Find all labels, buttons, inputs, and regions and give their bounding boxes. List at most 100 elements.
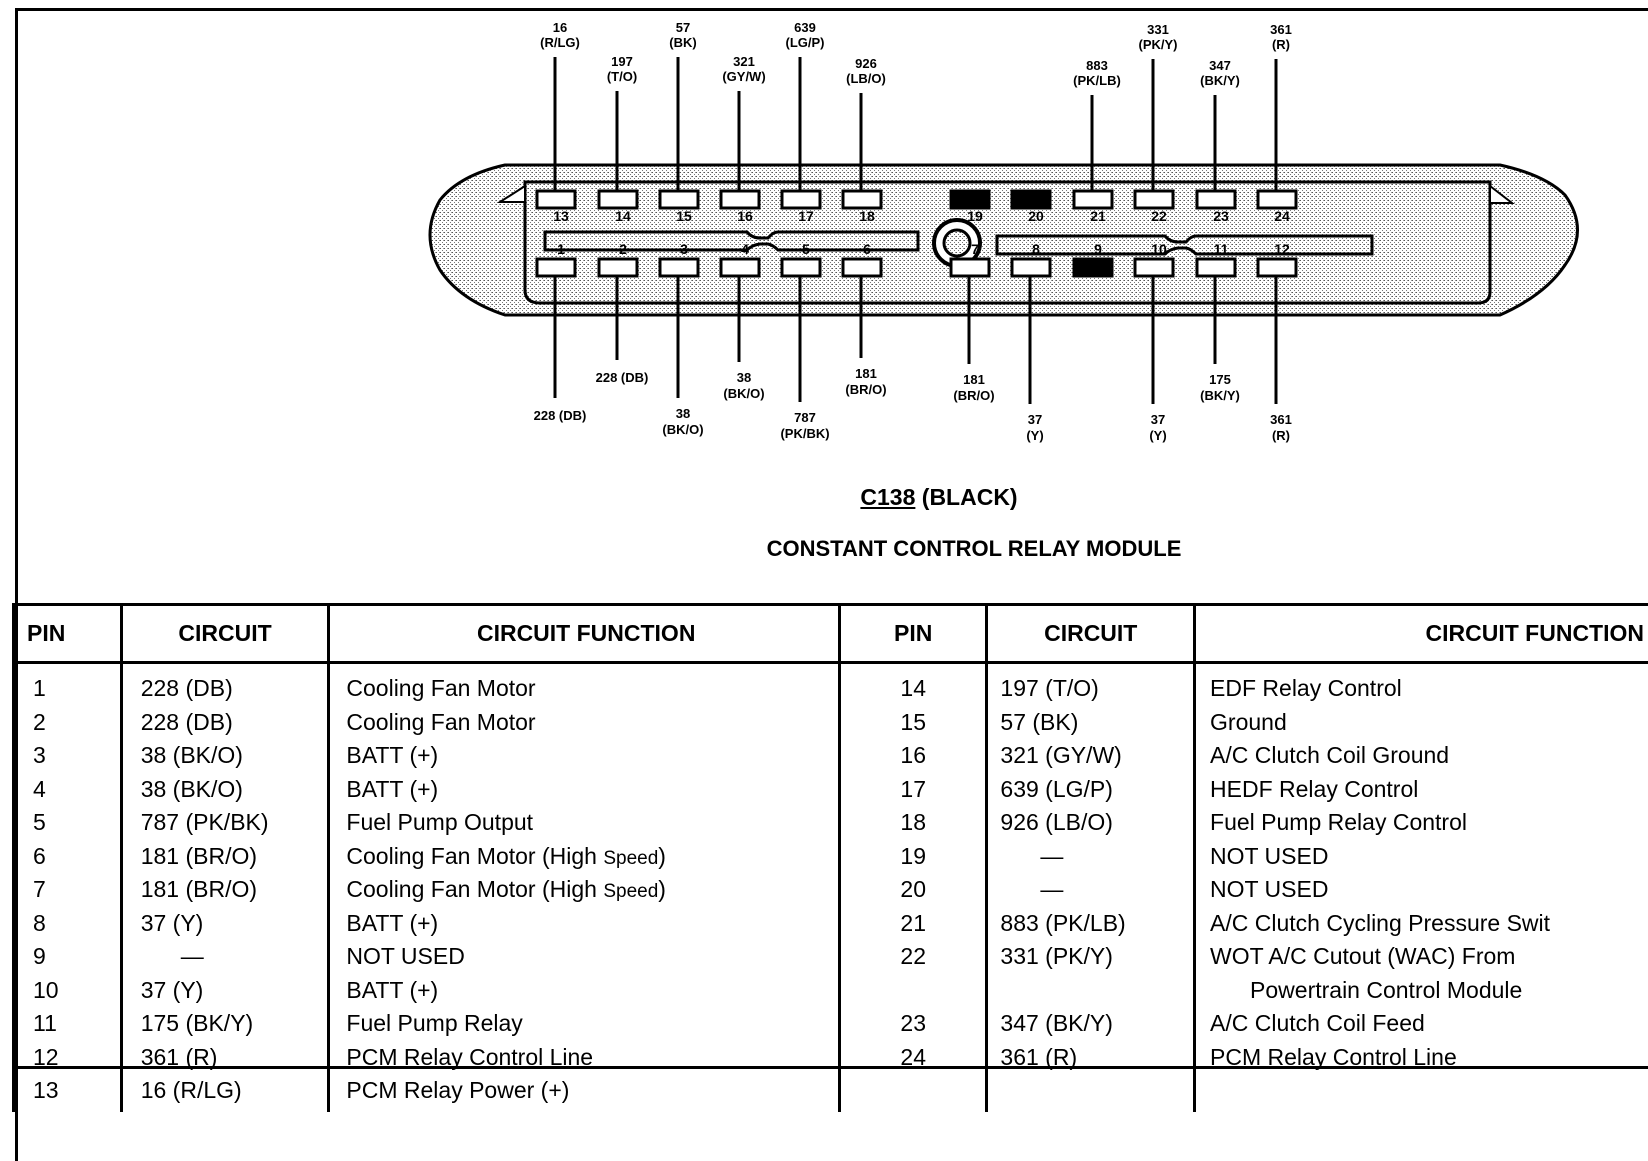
circuit-column: 197 (T/O)57 (BK)321 (GY/W)639 (LG/P)926 … bbox=[987, 663, 1195, 1113]
pin-number-19: 19 bbox=[967, 208, 983, 224]
circuit-cell: 228 (DB) bbox=[141, 706, 328, 740]
wire-label-1: 228 (DB) bbox=[534, 408, 587, 423]
pin-cavity-2 bbox=[599, 259, 637, 276]
pin-cavity-15 bbox=[660, 191, 698, 208]
pin-cell: 13 bbox=[33, 1074, 120, 1108]
pin-cell: 17 bbox=[841, 773, 985, 807]
pin-cell: 3 bbox=[33, 739, 120, 773]
wire-circuit-13: 16 bbox=[553, 20, 567, 35]
wire-circuit-4: 38 bbox=[737, 370, 751, 385]
pin-cavity-5 bbox=[782, 259, 820, 276]
table-header-row: PIN CIRCUIT CIRCUIT FUNCTION bbox=[14, 605, 843, 663]
function-cell: Fuel Pump Relay bbox=[346, 1007, 842, 1041]
pin-cavity-16 bbox=[721, 191, 759, 208]
pin-number-14: 14 bbox=[615, 208, 631, 224]
wire-circuit-23: 347 bbox=[1209, 58, 1231, 73]
header-function: CIRCUIT FUNCTION bbox=[329, 605, 842, 663]
pin-number-15: 15 bbox=[676, 208, 692, 224]
wire-color-4: (BK/O) bbox=[723, 386, 764, 401]
wire-color-16: (GY/W) bbox=[722, 69, 765, 84]
pin-number-7: 7 bbox=[971, 241, 979, 257]
pin-cavity-14 bbox=[599, 191, 637, 208]
connector-title: C138 (BLACK) bbox=[0, 484, 1648, 511]
pin-cell: 6 bbox=[33, 840, 120, 874]
pin-number-21: 21 bbox=[1090, 208, 1106, 224]
wire-color-13: (R/LG) bbox=[540, 35, 580, 50]
pin-cavity-20 bbox=[1012, 191, 1050, 208]
wire-color-14: (T/O) bbox=[607, 69, 637, 84]
pin-number-4: 4 bbox=[741, 241, 749, 257]
pin-cavity-10 bbox=[1135, 259, 1173, 276]
pin-cell: 15 bbox=[841, 706, 985, 740]
function-cell: BATT (+) bbox=[346, 907, 842, 941]
circuit-cell: 197 (T/O) bbox=[1000, 672, 1193, 706]
function-cell: BATT (+) bbox=[346, 773, 842, 807]
connector-color: (BLACK) bbox=[922, 484, 1018, 510]
table-bottom-rule bbox=[12, 1066, 1648, 1069]
pin-cell: 7 bbox=[33, 873, 120, 907]
pin-cavity-4 bbox=[721, 259, 759, 276]
circuit-cell: 37 (Y) bbox=[141, 907, 328, 941]
pin-number-2: 2 bbox=[619, 241, 627, 257]
function-cell: Cooling Fan Motor bbox=[346, 706, 842, 740]
wire-circuit-24: 361 bbox=[1270, 22, 1292, 37]
header-pin: PIN bbox=[840, 605, 987, 663]
function-cell: WOT A/C Cutout (WAC) From bbox=[1210, 940, 1648, 974]
function-cell: BATT (+) bbox=[346, 739, 842, 773]
wire-circuit-18: 926 bbox=[855, 56, 877, 71]
pin-cavity-7 bbox=[951, 259, 989, 276]
pin-cell: 20 bbox=[841, 873, 985, 907]
function-cell: Cooling Fan Motor bbox=[346, 672, 842, 706]
pin-cavity-19 bbox=[951, 191, 989, 208]
function-cell: Cooling Fan Motor (High Speed) bbox=[346, 840, 842, 874]
wire-label-2: 228 (DB) bbox=[596, 370, 649, 385]
module-name: CONSTANT CONTROL RELAY MODULE bbox=[0, 536, 1648, 562]
wire-circuit-11: 175 bbox=[1209, 372, 1231, 387]
pin-cavity-1 bbox=[537, 259, 575, 276]
function-continuation: Powertrain Control Module bbox=[1210, 974, 1648, 1008]
pin-cell: 2 bbox=[33, 706, 120, 740]
wire-color-12: (R) bbox=[1272, 428, 1290, 443]
header-function: CIRCUIT FUNCTION bbox=[1195, 605, 1648, 663]
left-slot bbox=[545, 232, 918, 250]
function-cell: EDF Relay Control bbox=[1210, 672, 1648, 706]
circuit-cell: 321 (GY/W) bbox=[1000, 739, 1193, 773]
pin-number-5: 5 bbox=[802, 241, 810, 257]
pin-cavity-8 bbox=[1012, 259, 1050, 276]
circuit-cell: — bbox=[141, 940, 328, 974]
pin-number-17: 17 bbox=[798, 208, 814, 224]
function-cell: Fuel Pump Output bbox=[346, 806, 842, 840]
table-header-row: PIN CIRCUIT CIRCUIT FUNCTION bbox=[840, 605, 1648, 663]
pin-cell: 22 bbox=[841, 940, 985, 974]
header-pin: PIN bbox=[14, 605, 122, 663]
wire-circuit-12: 361 bbox=[1270, 412, 1292, 427]
circuit-cell: 883 (PK/LB) bbox=[1000, 907, 1193, 941]
header-circuit: CIRCUIT bbox=[121, 605, 329, 663]
circuit-cell: — bbox=[1000, 840, 1193, 874]
connector-id: C138 bbox=[860, 484, 915, 510]
circuit-cell: 181 (BR/O) bbox=[141, 873, 328, 907]
wire-color-22: (PK/Y) bbox=[1139, 37, 1178, 52]
wire-color-17: (LG/P) bbox=[786, 35, 825, 50]
pin-cell: 5 bbox=[33, 806, 120, 840]
pin-cell: 19 bbox=[841, 840, 985, 874]
wire-circuit-6: 181 bbox=[855, 366, 877, 381]
pin-number-13: 13 bbox=[553, 208, 569, 224]
circuit-cell: 228 (DB) bbox=[141, 672, 328, 706]
circuit-cell: 38 (BK/O) bbox=[141, 773, 328, 807]
wire-circuit-3: 38 bbox=[676, 406, 690, 421]
wire-circuit-21: 883 bbox=[1086, 58, 1108, 73]
circuit-cell: 787 (PK/BK) bbox=[141, 806, 328, 840]
pin-number-6: 6 bbox=[863, 241, 871, 257]
pin-number-20: 20 bbox=[1028, 208, 1044, 224]
pin-cell: 16 bbox=[841, 739, 985, 773]
pin-cell: 8 bbox=[33, 907, 120, 941]
pin-cell: 1 bbox=[33, 672, 120, 706]
pin-cavity-3 bbox=[660, 259, 698, 276]
pin-number-10: 10 bbox=[1151, 241, 1167, 257]
